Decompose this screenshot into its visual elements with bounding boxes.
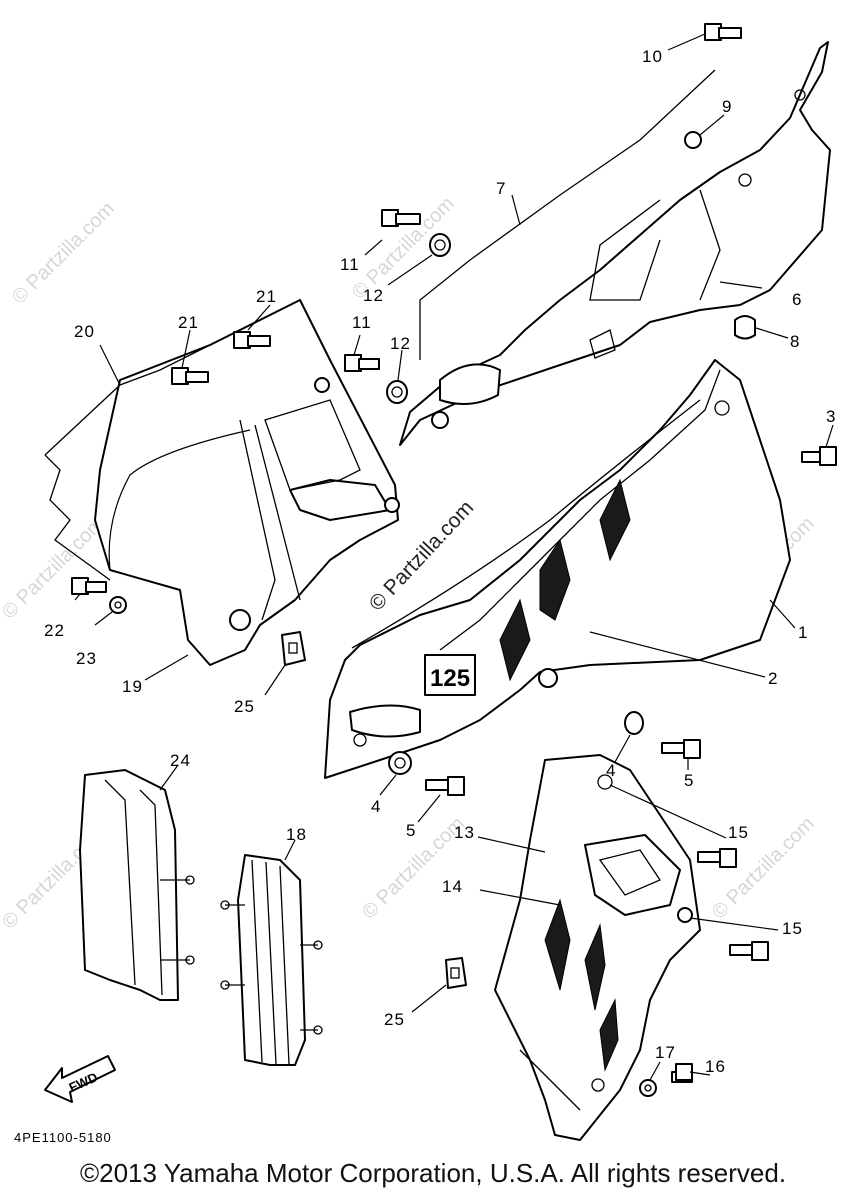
callout-10: 10 bbox=[642, 47, 663, 66]
side-cover-upper bbox=[399, 41, 831, 446]
callout-22: 22 bbox=[44, 621, 65, 640]
bolt-5-left bbox=[425, 776, 465, 796]
bolt-3 bbox=[801, 446, 837, 466]
callout-3: 3 bbox=[826, 407, 836, 426]
copyright-notice: ©2013 Yamaha Motor Corporation, U.S.A. A… bbox=[79, 1158, 787, 1188]
washer-17 bbox=[639, 1079, 657, 1097]
watermark: © Partzilla.com bbox=[0, 513, 109, 624]
callout-19: 19 bbox=[122, 677, 143, 696]
bolt-11-upper bbox=[381, 209, 421, 227]
callout-4: 4 bbox=[606, 761, 616, 780]
collar-4-left bbox=[388, 751, 412, 775]
side-cover-lower bbox=[494, 754, 701, 1141]
grommet-8 bbox=[734, 315, 756, 340]
callout-9: 9 bbox=[722, 97, 732, 116]
callout-14: 14 bbox=[442, 877, 463, 896]
collar-4-right bbox=[624, 711, 644, 735]
clip-25-upper bbox=[281, 631, 306, 666]
callout-4: 4 bbox=[371, 797, 381, 816]
callout-1: 1 bbox=[798, 623, 808, 642]
washer-23 bbox=[109, 596, 127, 614]
watermark: © Partzilla.com bbox=[8, 198, 119, 309]
collar-12-lower bbox=[386, 380, 408, 404]
callout-8: 8 bbox=[790, 332, 800, 351]
callout-7: 7 bbox=[496, 179, 506, 198]
callout-20: 20 bbox=[74, 322, 95, 341]
callout-15: 15 bbox=[782, 919, 803, 938]
bolt-15-upper bbox=[697, 848, 737, 868]
callout-23: 23 bbox=[76, 649, 97, 668]
callout-layer: 1 2 3 4 4 5 5 6 7 8 9 10 11 11 12 12 13 … bbox=[44, 47, 836, 1076]
callout-25: 25 bbox=[234, 697, 255, 716]
bolt-5-right bbox=[661, 739, 701, 759]
callout-12: 12 bbox=[363, 286, 384, 305]
callout-12: 12 bbox=[390, 334, 411, 353]
callout-2: 2 bbox=[768, 669, 778, 688]
collar-12-upper bbox=[429, 233, 451, 257]
side-number-plate: 125 bbox=[324, 359, 791, 779]
callout-11: 11 bbox=[352, 313, 372, 332]
bolt-10 bbox=[704, 23, 742, 41]
bolt-21-lower bbox=[171, 367, 209, 385]
collar-9 bbox=[684, 131, 702, 149]
callout-5: 5 bbox=[406, 821, 416, 840]
bolt-16 bbox=[671, 1063, 693, 1083]
callout-21: 21 bbox=[256, 287, 277, 306]
callout-15: 15 bbox=[728, 823, 749, 842]
bolt-11-lower bbox=[344, 354, 380, 372]
clip-25-lower bbox=[445, 957, 467, 989]
bolt-21-upper bbox=[233, 331, 271, 349]
radiator-shroud-left bbox=[44, 299, 400, 666]
radiator-guard-right bbox=[220, 854, 323, 1066]
watermark: © Partzilla.com bbox=[708, 813, 819, 924]
callout-25: 25 bbox=[384, 1010, 405, 1029]
fwd-arrow: FWD bbox=[44, 1055, 116, 1103]
callout-11: 11 bbox=[340, 255, 360, 274]
bolt-22 bbox=[71, 577, 107, 595]
callout-16: 16 bbox=[705, 1057, 726, 1076]
callout-17: 17 bbox=[655, 1043, 676, 1062]
diagram-code: 4PE1100-5180 bbox=[14, 1130, 112, 1145]
callout-18: 18 bbox=[286, 825, 307, 844]
callout-24: 24 bbox=[170, 751, 191, 770]
callout-5: 5 bbox=[684, 771, 694, 790]
bolt-15-lower bbox=[729, 941, 769, 961]
hardware-layer bbox=[71, 23, 837, 1097]
radiator-guard-left bbox=[79, 769, 195, 1001]
leader-lines bbox=[74, 33, 834, 1081]
side-cover-badge: 125 bbox=[430, 665, 470, 692]
callout-13: 13 bbox=[454, 823, 475, 842]
callout-6: 6 bbox=[792, 290, 802, 309]
callout-21: 21 bbox=[178, 313, 199, 332]
